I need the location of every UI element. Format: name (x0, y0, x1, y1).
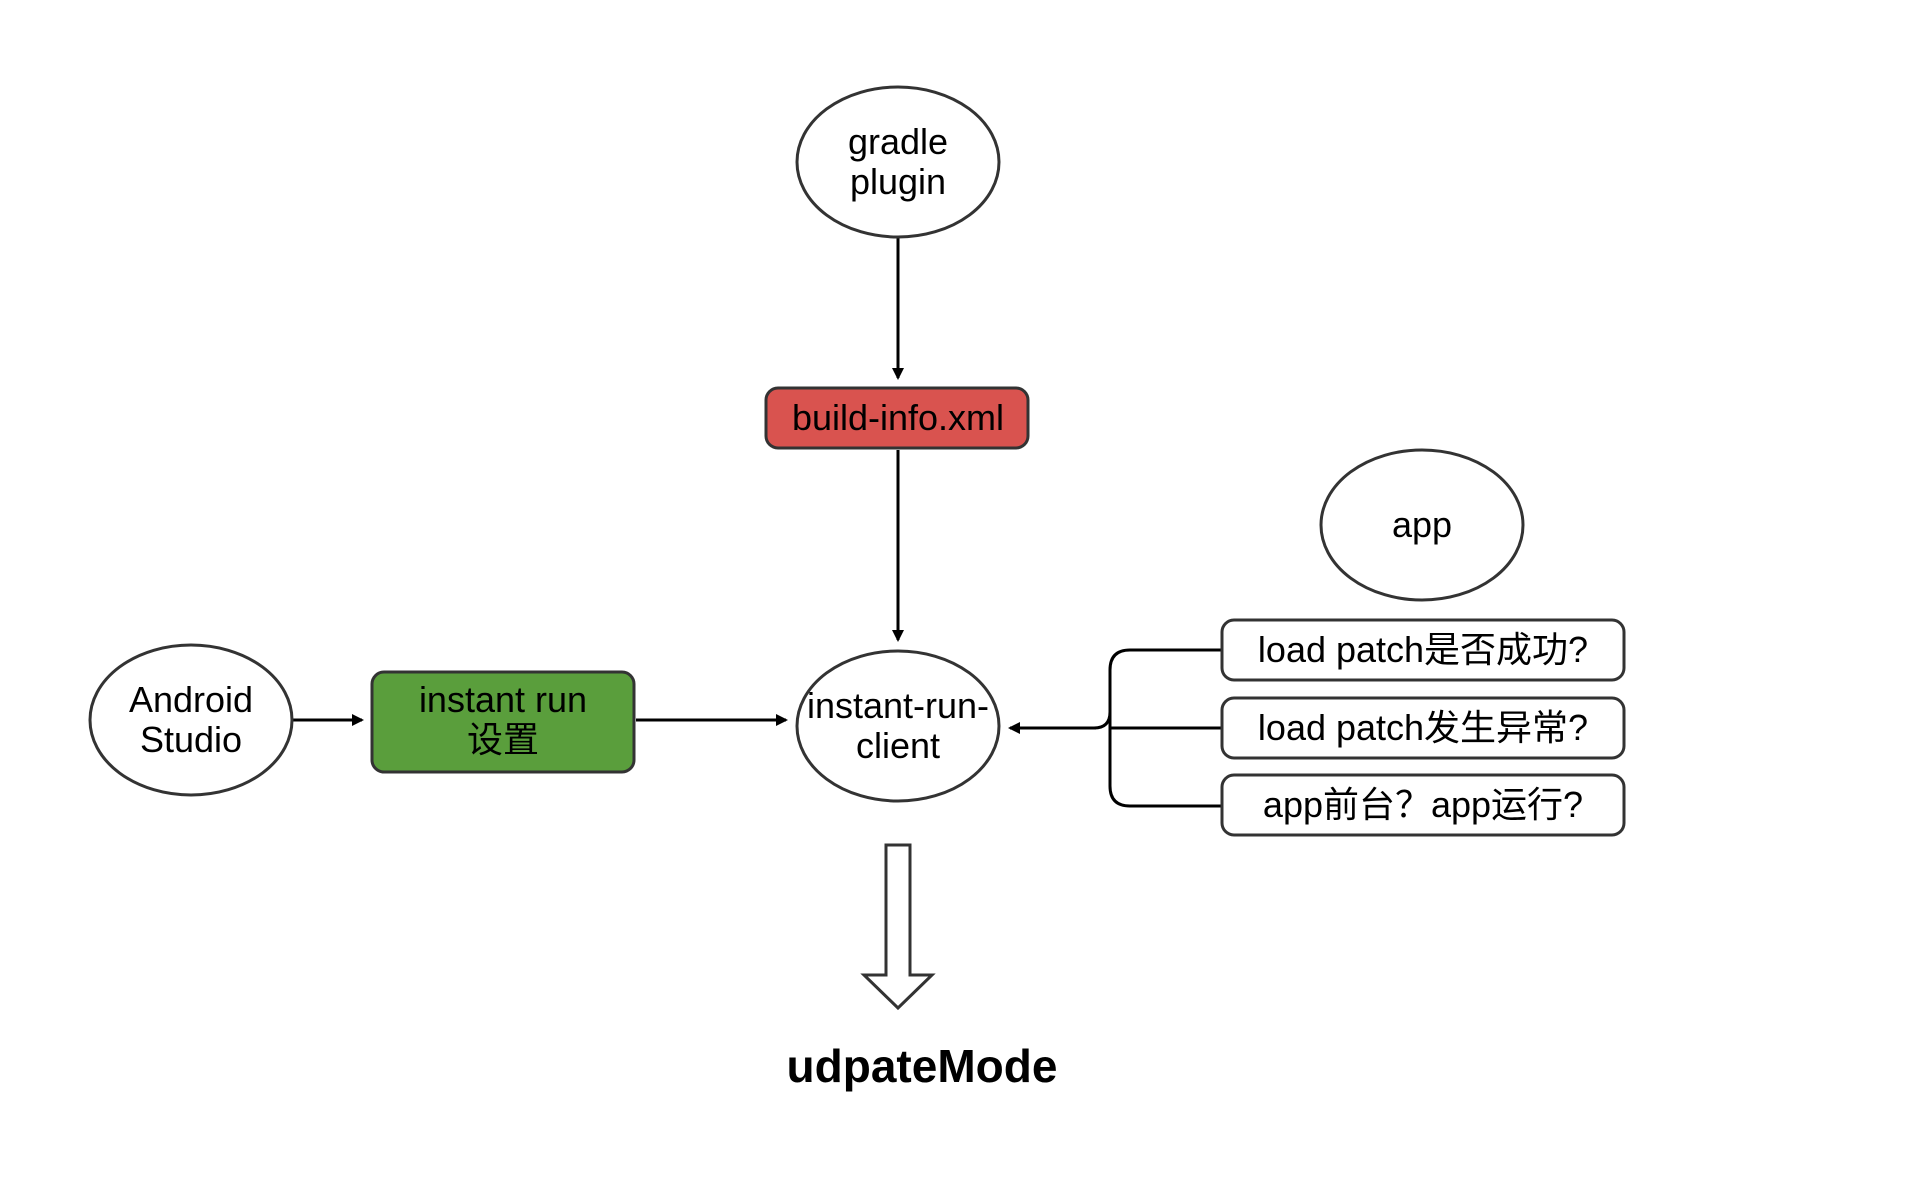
node-build-info: build-info.xml (764, 386, 1030, 450)
node-instant-run-client: instant-run- client (795, 649, 1001, 803)
node-android-studio: Android Studio (88, 643, 294, 797)
gradle-plugin-line1: gradle (848, 121, 948, 162)
gradle-plugin-line2: plugin (850, 161, 946, 202)
instant-run-settings-line1: instant run (419, 679, 587, 720)
node-instant-run-settings: instant run 设置 (370, 670, 636, 774)
condition-label: app前台？app运行? (1263, 784, 1583, 825)
edge-brace-join (1093, 711, 1112, 730)
edges (292, 238, 1222, 808)
condition-label: load patch是否成功? (1258, 629, 1588, 670)
build-info-label: build-info.xml (792, 397, 1004, 438)
node-app: app (1319, 448, 1525, 602)
node-condition-load-patch-success: load patch是否成功? (1220, 618, 1626, 682)
android-studio-line1: Android (129, 679, 253, 720)
instant-run-client-line1: instant-run- (807, 685, 989, 726)
result-arrow (860, 843, 936, 1011)
node-condition-app-foreground-running: app前台？app运行? (1220, 773, 1626, 837)
condition-label: load patch发生异常? (1258, 707, 1588, 748)
node-condition-load-patch-exception: load patch发生异常? (1220, 696, 1626, 760)
node-gradle-plugin: gradle plugin (795, 85, 1001, 239)
instant-run-settings-line2: 设置 (467, 719, 539, 760)
android-studio-line2: Studio (140, 719, 242, 760)
app-label: app (1392, 504, 1452, 545)
result-label: udpateMode (787, 1040, 1058, 1092)
instant-run-client-line2: client (856, 725, 940, 766)
